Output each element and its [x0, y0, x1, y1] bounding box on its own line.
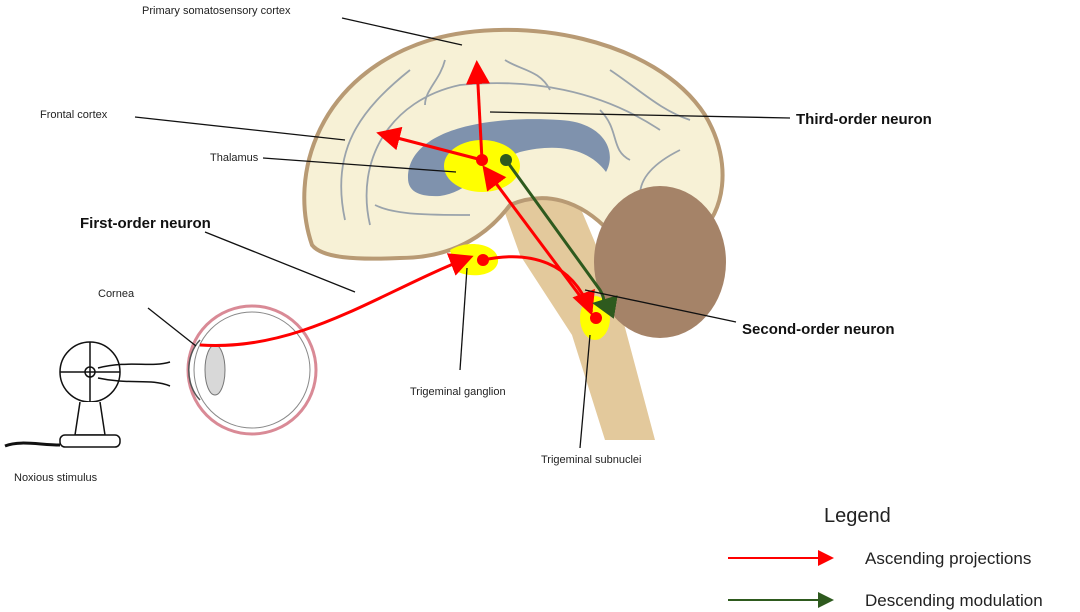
legend: Legend Ascending projections Descending …: [728, 505, 1043, 610]
label-third-order-neuron: Third-order neuron: [796, 111, 932, 128]
brain-illustration: [302, 27, 726, 440]
label-second-order-neuron: Second-order neuron: [742, 321, 895, 338]
ascending-to-thalamus: [482, 165, 594, 313]
label-trigeminal-ganglion: Trigeminal ganglion: [410, 386, 506, 398]
pathways: [199, 60, 618, 348]
first-order-neuron-path: [199, 253, 474, 348]
sulci: [340, 59, 691, 226]
label-cornea: Cornea: [98, 288, 135, 300]
pointer-lines: [134, 17, 791, 449]
label-thalamus: Thalamus: [210, 152, 259, 164]
label-trigeminal-subnuclei: Trigeminal subnuclei: [541, 454, 641, 466]
legend-ascending-label: Ascending projections: [865, 549, 1031, 568]
cerebellum: [594, 186, 726, 338]
eye-illustration: [186, 304, 318, 436]
second-order-neuron-path: [482, 255, 595, 316]
label-noxious-stimulus: Noxious stimulus: [14, 472, 98, 484]
label-frontal-cortex: Frontal cortex: [40, 109, 108, 121]
fan-illustration: [4, 341, 171, 448]
label-primary-somatosensory: Primary somatosensory cortex: [142, 5, 291, 17]
descending-modulation-path: [504, 159, 618, 319]
labels: Primary somatosensory cortex Frontal cor…: [14, 5, 932, 484]
label-first-order-neuron: First-order neuron: [80, 215, 211, 232]
ascending-to-frontal: [376, 126, 483, 162]
ascending-to-somatosensory: [465, 60, 490, 161]
legend-descending-label: Descending modulation: [865, 591, 1043, 610]
legend-title: Legend: [824, 505, 891, 527]
